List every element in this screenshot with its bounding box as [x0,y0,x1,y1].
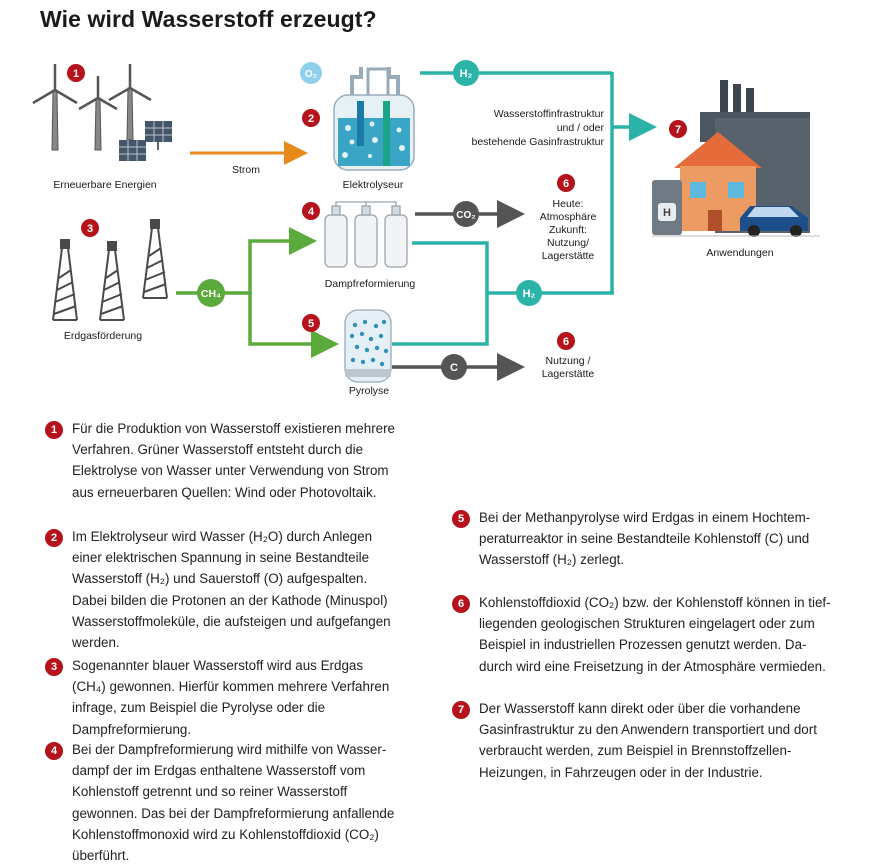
h2-mid-bubble: H₂ [516,280,542,306]
label-carbon-fate-2: Lagerstätte [542,368,595,380]
svg-text:2: 2 [308,113,314,125]
svg-text:7: 7 [675,124,681,136]
paragraph-6-text: Kohlenstoffdioxid (CO₂) bzw. der Kohlens… [479,595,831,674]
gas-derrick-icon [52,219,168,321]
svg-text:CO₂: CO₂ [456,210,475,221]
svg-text:6: 6 [563,336,569,348]
svg-text:H: H [663,207,671,219]
paragraph-6-badge: 6 [452,595,470,613]
paragraph-1: 1 Für die Produktion von Wasserstoff exi… [45,418,395,503]
label-pyrolysis: Pyrolyse [349,385,389,397]
electrolyzer-icon [333,67,415,171]
svg-text:3: 3 [87,223,93,235]
svg-text:CH₄: CH₄ [201,288,221,300]
paragraph-4-badge: 4 [45,742,63,760]
label-electrolyzer: Elektrolyseur [343,179,404,191]
applications-icon: H [652,80,820,237]
label-steam-reforming: Dampfreformierung [325,278,416,290]
h2-reformer-line [412,241,614,295]
paragraph-7-text: Der Wasserstoff kann direkt oder über di… [479,701,817,780]
h2-top-bubble: H₂ [453,60,479,86]
label-infrastructure-1: Wasserstoffinfrastruktur [494,108,605,120]
wind-turbine-icon [32,64,152,151]
label-gas-extraction: Erdgasförderung [64,330,142,342]
ch4-bubble: CH₄ [197,279,225,307]
h2-pyrolysis-line [392,291,489,346]
paragraph-5-text: Bei der Methanpyrolyse wird Erdgas in ei… [479,510,811,568]
badge-6-top: 6 [557,174,575,192]
badge-3: 3 [81,219,99,237]
paragraph-2: 2 Im Elektrolyseur wird Wasser (H₂O) dur… [45,526,395,653]
label-power: Strom [232,164,260,176]
paragraph-7-badge: 7 [452,701,470,719]
svg-text:5: 5 [308,318,314,330]
ch4-pyrolysis-arrow [248,291,339,358]
svg-text:1: 1 [73,68,79,80]
paragraph-2-badge: 2 [45,529,63,547]
label-infrastructure-3: bestehende Gasinfrastruktur [472,136,605,148]
svg-text:H₂: H₂ [523,288,536,300]
badge-1: 1 [67,64,85,82]
paragraph-3: 3 Sogenannter blauer Wasserstoff wird au… [45,655,395,740]
paragraph-7: 7 Der Wasserstoff kann direkt oder über … [452,698,832,783]
label-infrastructure-2: und / oder [557,122,605,134]
label-co2-fate-1: Heute: [553,198,584,210]
steam-reformer-icon [324,201,408,268]
paragraph-4: 4 Bei der Dampfreformierung wird mithilf… [45,739,395,866]
badge-7: 7 [669,120,687,138]
o2-bubble: O₂ [300,62,322,84]
paragraph-4-text: Bei der Dampfreformierung wird mithilfe … [72,742,395,864]
solar-panel-icon [119,121,172,161]
paragraph-1-text: Für die Produktion von Wasserstoff exist… [72,421,396,500]
paragraph-5-badge: 5 [452,510,470,528]
paragraph-1-badge: 1 [45,421,63,439]
svg-text:C: C [450,362,458,374]
paragraph-3-text: Sogenannter blauer Wasserstoff wird aus … [72,658,390,737]
badge-4: 4 [302,202,320,220]
svg-text:6: 6 [563,178,569,190]
svg-text:O₂: O₂ [305,69,317,80]
svg-text:4: 4 [308,206,315,218]
label-applications: Anwendungen [706,247,773,259]
label-co2-fate-3: Zukunft: [549,224,587,236]
label-co2-fate-5: Lagerstätte [542,250,595,262]
badge-2: 2 [302,109,320,127]
hydrogen-process-diagram: H O₂ H₂ H₂ CH₄ CO₂ C 1 2 3 4 5 6 6 7 Ern… [32,60,820,397]
label-renewables: Erneuerbare Energien [53,179,156,191]
paragraph-5: 5 Bei der Methanpyrolyse wird Erdgas in … [452,507,832,571]
page-title: Wie wird Wasserstoff erzeugt? [40,6,377,32]
label-carbon-fate-1: Nutzung / [546,355,591,367]
badge-5: 5 [302,314,320,332]
label-co2-fate-4: Nutzung/ [547,237,589,249]
paragraph-3-badge: 3 [45,658,63,676]
paragraph-2-text: Im Elektrolyseur wird Wasser (H₂O) durch… [72,529,391,651]
svg-text:H₂: H₂ [460,68,473,80]
co2-bubble: CO₂ [453,201,479,227]
paragraph-6: 6 Kohlenstoffdioxid (CO₂) bzw. der Kohle… [452,592,832,677]
badge-6-bottom: 6 [557,332,575,350]
label-co2-fate-2: Atmosphäre [540,211,597,223]
pyrolysis-reactor-icon [344,309,392,383]
ch4-reformer-arrow [248,227,317,295]
carbon-bubble: C [441,354,467,380]
